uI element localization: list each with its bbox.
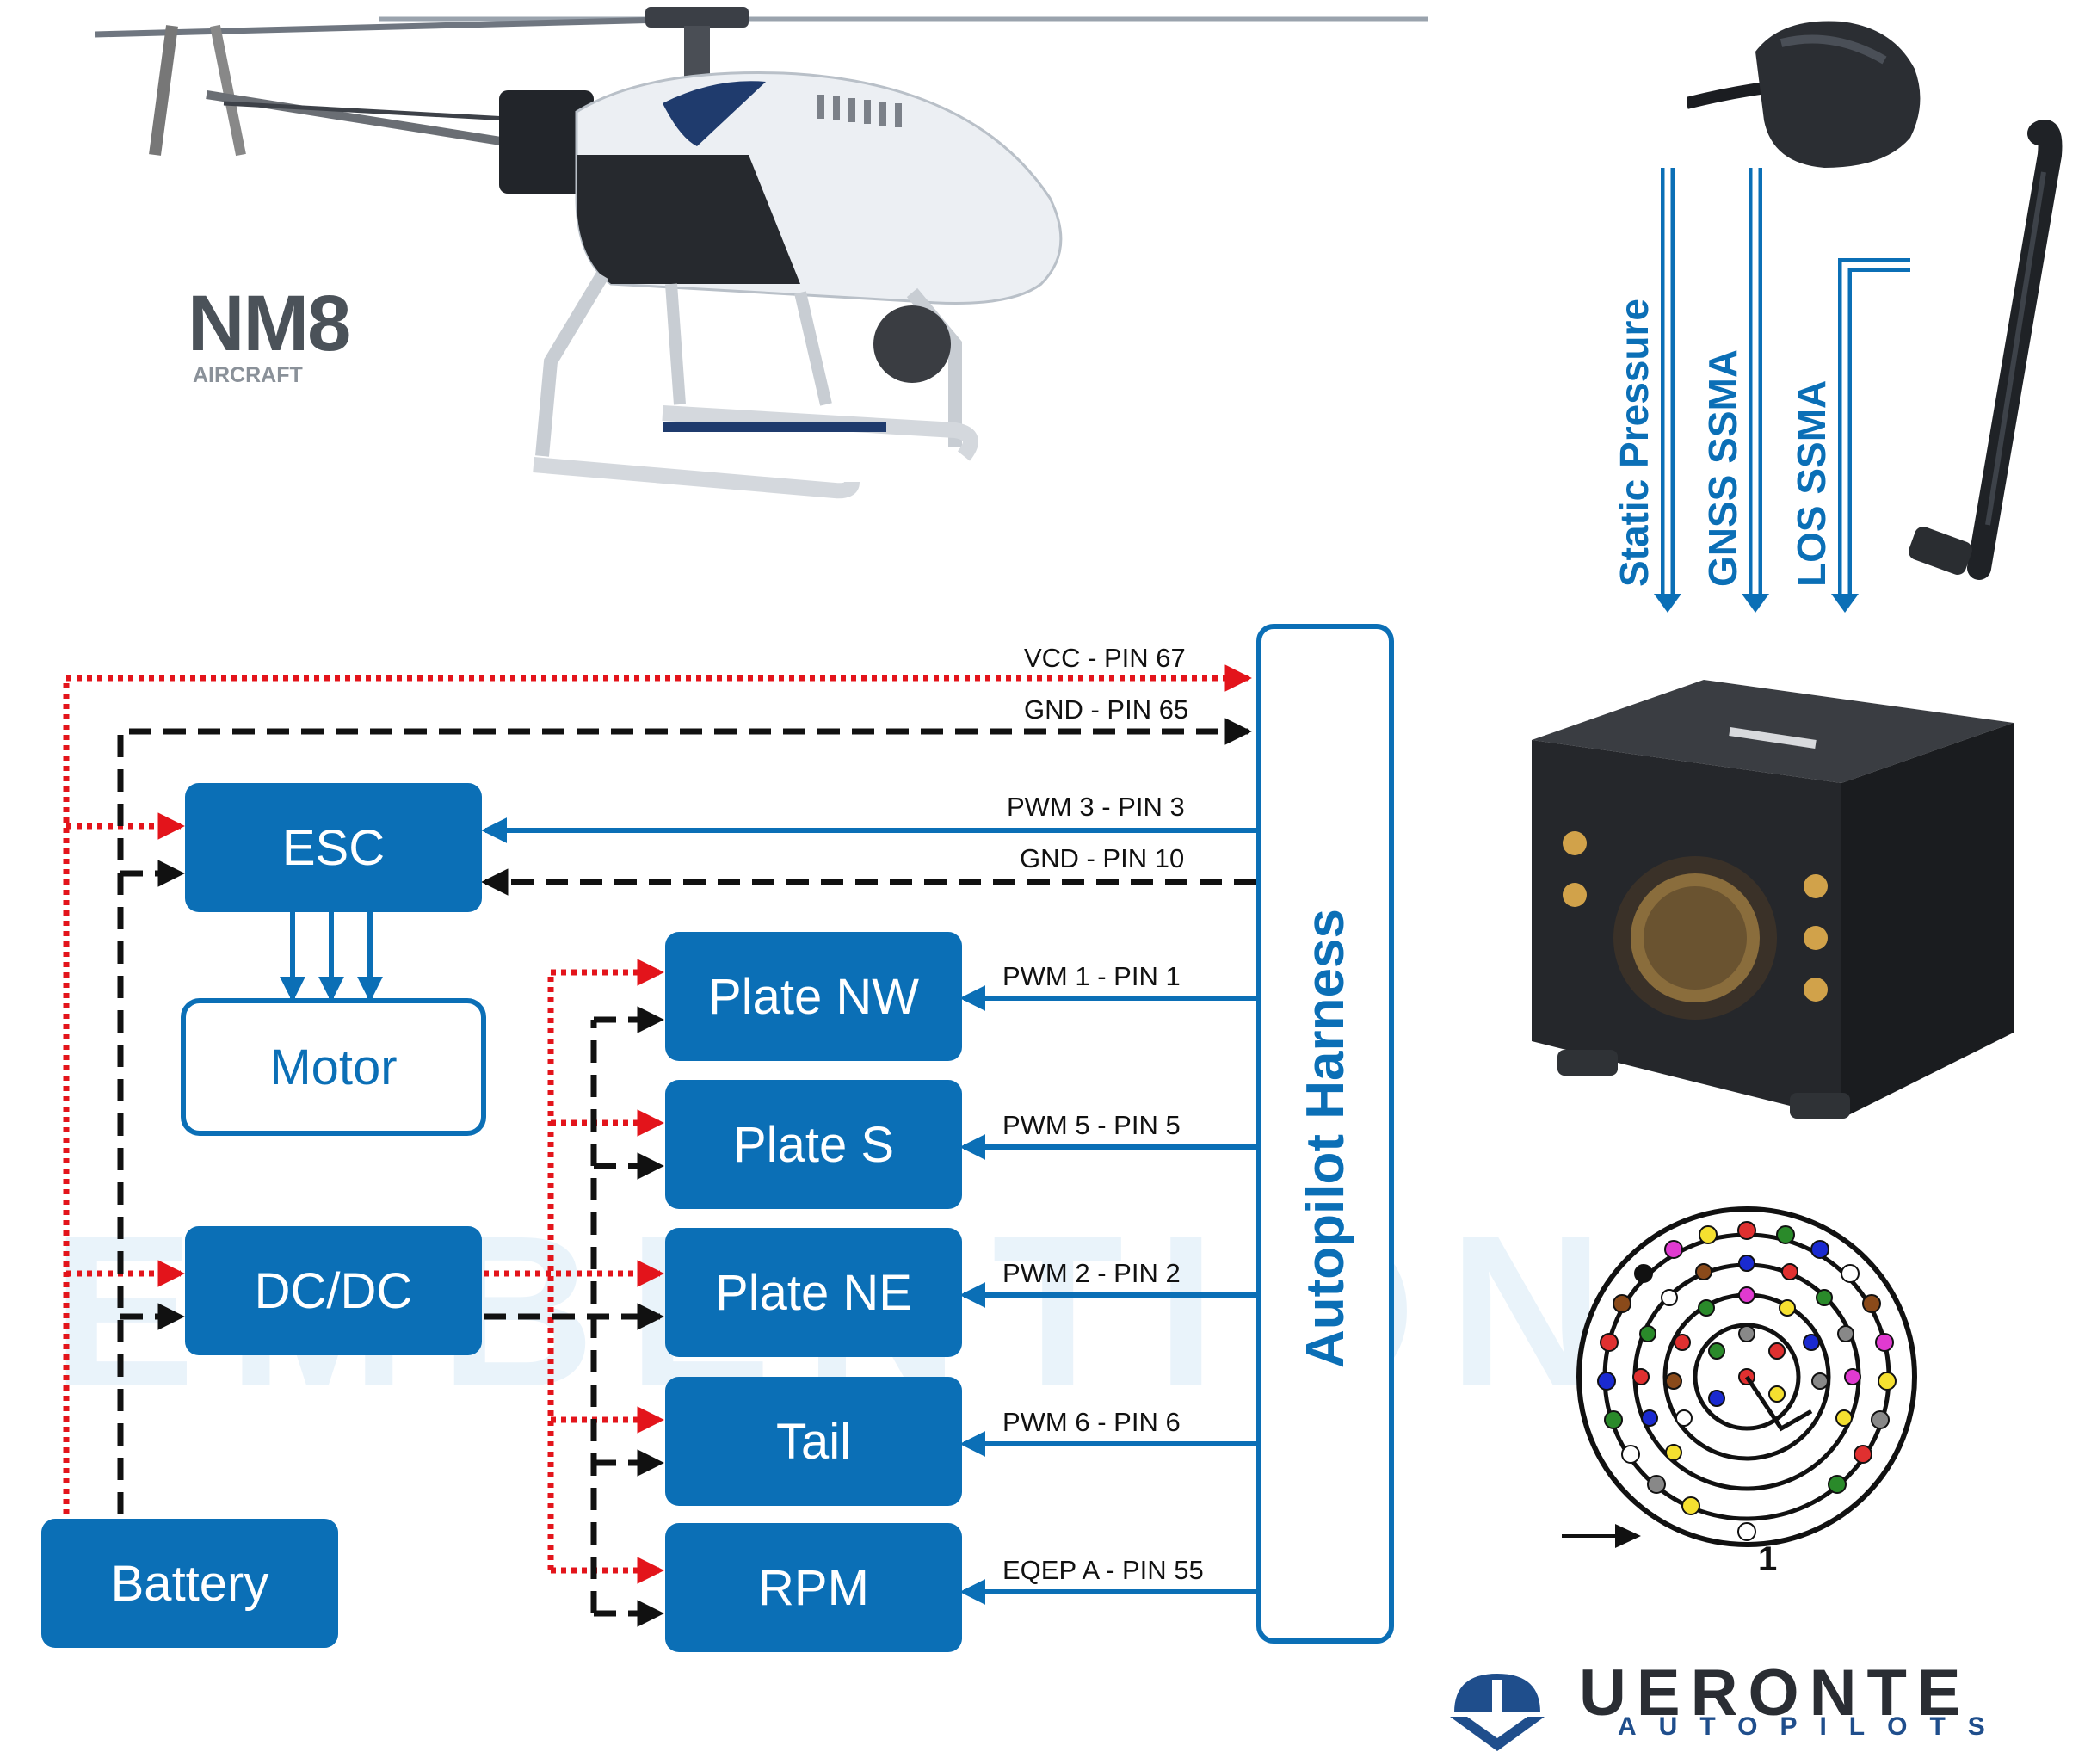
signal-label-gnd-10: GND - PIN 10	[1020, 843, 1185, 873]
battery-block: Battery	[41, 1519, 338, 1648]
veronte-logo-icon	[1450, 1674, 1545, 1751]
helicopter-photo	[95, 7, 1428, 499]
ground-lines	[117, 718, 1256, 1627]
los-antenna-icon	[1909, 120, 2063, 580]
veronte-subtitle: AUTOPILOTS	[1618, 1712, 2008, 1741]
signal-lines	[280, 817, 1256, 1605]
label-gnss-ssma: GNSS SSMA	[1700, 348, 1745, 587]
autopilot-unit-icon	[1532, 680, 2014, 1119]
antenna-arrows	[1654, 168, 1910, 613]
signal-label-pwm-3: PWM 3 - PIN 3	[1007, 792, 1185, 822]
nm8-logo-text: NM8	[188, 280, 351, 367]
connector-pinout-icon	[1562, 1206, 1917, 1548]
plate-ne-block: Plate NE	[665, 1228, 962, 1357]
signal-label-pwm-6: PWM 6 - PIN 6	[1002, 1407, 1181, 1437]
veronte-name: UERONTE	[1579, 1656, 1971, 1730]
signal-label-eqep: EQEP A - PIN 55	[1002, 1555, 1204, 1585]
signal-label-vcc: VCC - PIN 67	[1024, 643, 1186, 673]
plate-s-block: Plate S	[665, 1080, 962, 1209]
signal-label-pwm-2: PWM 2 - PIN 2	[1002, 1258, 1181, 1288]
motor-block: Motor	[181, 998, 486, 1136]
dcdc-block: DC/DC	[185, 1226, 482, 1355]
signal-label-pwm-5: PWM 5 - PIN 5	[1002, 1110, 1181, 1140]
label-los-ssma: LOS SSMA	[1789, 379, 1834, 587]
tail-block: Tail	[665, 1377, 962, 1506]
power-lines	[63, 664, 1252, 1584]
nm8-logo-subtext: AIRCRAFT	[193, 363, 303, 387]
nm8-logo: NM8 AIRCRAFT	[188, 280, 351, 387]
signal-label-gnd-65: GND - PIN 65	[1024, 694, 1189, 725]
signal-label-pwm-1: PWM 1 - PIN 1	[1002, 961, 1181, 991]
plate-nw-block: Plate NW	[665, 932, 962, 1061]
label-static-pressure: Static Pressure	[1612, 299, 1656, 587]
rpm-block: RPM	[665, 1523, 962, 1652]
esc-block: ESC	[185, 783, 482, 912]
autopilot-harness-block	[1256, 624, 1394, 1644]
gnss-antenna-icon	[1687, 21, 1921, 168]
autopilot-harness-label: Autopilot Harness	[1296, 909, 1355, 1368]
connector-pin-1-label: 1	[1758, 1540, 1778, 1578]
